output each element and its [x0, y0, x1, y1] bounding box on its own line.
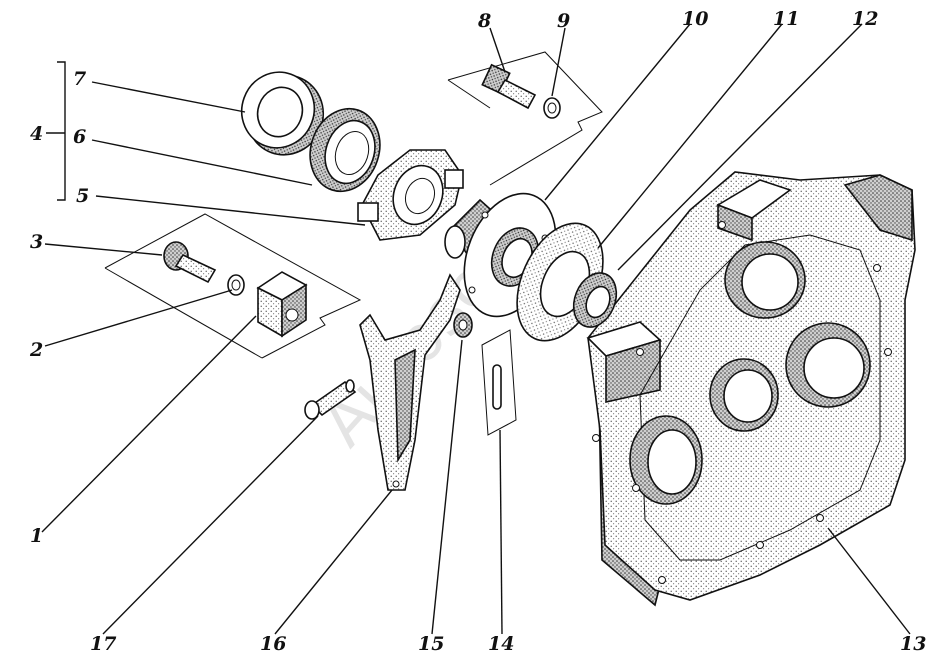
callout-17: 17: [90, 633, 116, 655]
part-1-2-3-bolt-group: [104, 213, 362, 359]
callout-6: 6: [73, 126, 86, 148]
callout-15: 15: [418, 633, 444, 655]
callout-8: 8: [477, 10, 491, 32]
callout-labels: 1 2 3 4 5 6 7 8 9 10 11 12 13 14 15 16 1…: [29, 8, 926, 655]
callout-1: 1: [30, 525, 43, 547]
callout-2: 2: [29, 339, 43, 361]
callout-10: 10: [682, 8, 708, 30]
part-15-washer: [453, 312, 473, 338]
part-8-9-bolt-group: [447, 51, 603, 186]
callout-3: 3: [30, 231, 43, 253]
callout-11: 11: [773, 8, 799, 30]
housing-cover: [586, 171, 916, 607]
part-17-pin: [304, 379, 357, 420]
callout-4: 4: [30, 123, 43, 145]
part-14-key: [481, 329, 517, 436]
callout-16: 16: [260, 633, 286, 655]
callout-7: 7: [73, 68, 86, 90]
callout-5: 5: [76, 185, 89, 207]
part-12-ring: [572, 272, 618, 328]
callout-12: 12: [852, 8, 878, 30]
callout-14: 14: [488, 633, 514, 655]
callout-13: 13: [900, 633, 926, 655]
callout-9: 9: [557, 10, 570, 32]
part-16-fork: [359, 273, 461, 491]
part-5-release-hub: [357, 149, 464, 241]
part-6-bearing: [309, 107, 381, 193]
part-7-cover-seal: [240, 71, 325, 156]
leader-lines: [41, 23, 911, 635]
